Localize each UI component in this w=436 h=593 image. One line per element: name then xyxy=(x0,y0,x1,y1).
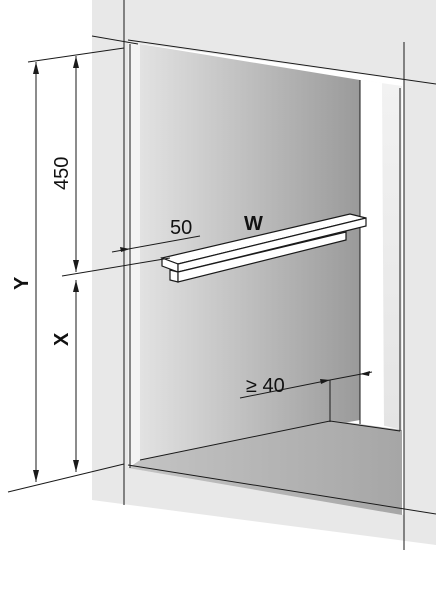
niche-right-side-inner xyxy=(360,80,384,428)
label-w: W xyxy=(244,213,263,235)
label-x: X xyxy=(51,332,73,346)
wall-shelf xyxy=(159,213,367,283)
label-450: 450 xyxy=(51,157,73,190)
structure-lines xyxy=(7,0,436,550)
niche-floor xyxy=(128,420,402,515)
label-min-40: ≥ 40 xyxy=(246,375,285,397)
niche-left-side xyxy=(128,42,140,466)
label-50: 50 xyxy=(170,217,192,239)
label-y: Y xyxy=(11,276,33,290)
dimension-arrows xyxy=(33,56,370,482)
